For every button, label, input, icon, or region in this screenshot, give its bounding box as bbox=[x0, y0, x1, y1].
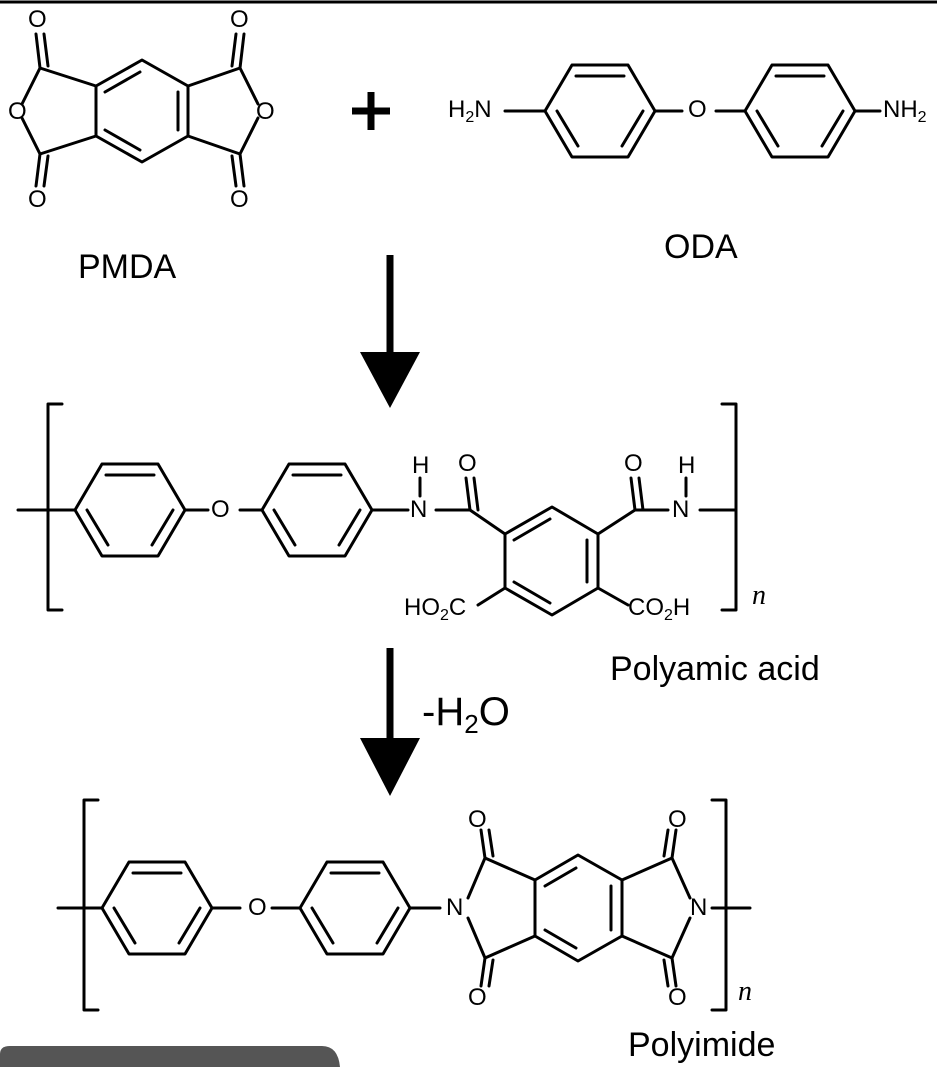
atom-n: N bbox=[446, 894, 464, 921]
atom-n: N bbox=[690, 894, 708, 921]
atom-h: H bbox=[678, 452, 696, 479]
oda-structure bbox=[503, 63, 882, 159]
atom-o: O bbox=[688, 96, 707, 123]
polyimide-label: Polyimide bbox=[628, 1026, 776, 1064]
arrow-step1 bbox=[360, 255, 420, 408]
arrow-step2 bbox=[360, 648, 420, 796]
atom-o: O bbox=[624, 450, 643, 477]
repeat-index: n bbox=[738, 976, 752, 1007]
atom-o: O bbox=[668, 984, 687, 1011]
atom-o: O bbox=[28, 6, 47, 33]
oda-label: ODA bbox=[664, 228, 738, 266]
pmda-label: PMDA bbox=[78, 248, 177, 286]
plus-sign bbox=[352, 92, 390, 130]
atom-h: H bbox=[412, 452, 430, 479]
pmda-structure bbox=[20, 32, 260, 188]
atom-o: O bbox=[230, 6, 249, 33]
atom-o: O bbox=[468, 984, 487, 1011]
polyimide-structure bbox=[56, 798, 752, 1012]
atom-n: N bbox=[672, 496, 690, 523]
atom-o: O bbox=[458, 450, 477, 477]
atom-o: O bbox=[468, 806, 487, 833]
atom-o: O bbox=[8, 98, 27, 125]
atom-n: N bbox=[410, 496, 428, 523]
polyamic-acid-label: Polyamic acid bbox=[610, 650, 820, 688]
acid-right-group: CO2H bbox=[628, 594, 691, 624]
atom-o: O bbox=[230, 186, 249, 213]
polyamic-acid-structure bbox=[16, 402, 738, 617]
atom-o: O bbox=[668, 806, 687, 833]
oda-right-amine: NH2 bbox=[883, 96, 927, 126]
atom-o: O bbox=[28, 186, 47, 213]
atom-o: O bbox=[211, 496, 230, 523]
atom-o: O bbox=[248, 894, 267, 921]
water-loss-condition: -H2O bbox=[422, 690, 510, 739]
atom-o: O bbox=[256, 98, 275, 125]
oda-left-amine: H2N bbox=[448, 96, 492, 126]
repeat-index: n bbox=[752, 580, 766, 611]
corner-tab bbox=[0, 1046, 340, 1067]
acid-left-group: HO2C bbox=[404, 594, 467, 624]
